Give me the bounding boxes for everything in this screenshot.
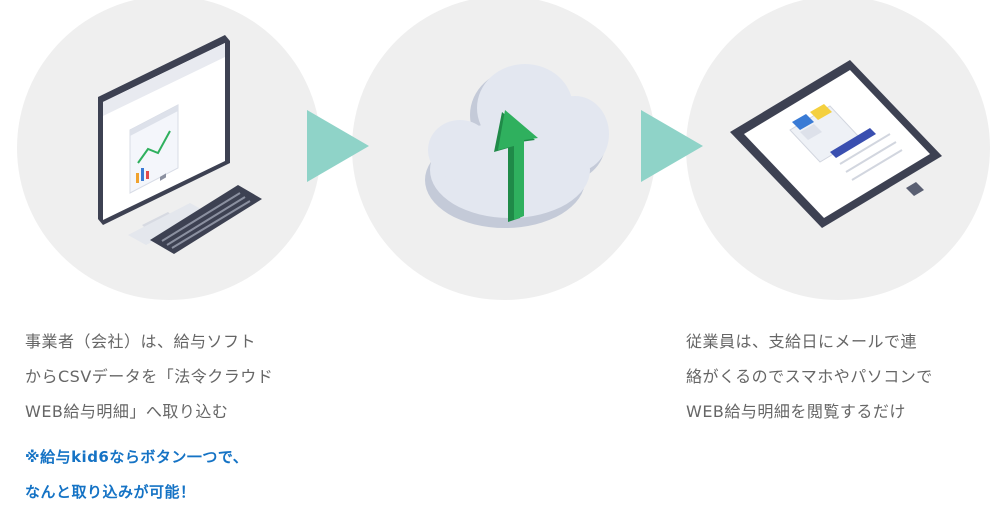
step1-line: からCSVデータを「法令クラウド [25,367,274,386]
step1-note: ※給与kid6ならボタン一つで、 なんと取り込みが可能！ [25,440,248,510]
note-line: ※給与kid6ならボタン一つで、 [25,448,249,466]
step3-line: 従業員は、支給日にメールで連 [686,332,918,351]
flow-arrow-icon [641,110,703,182]
flow-arrow-icon [307,110,369,182]
note-line: なんと取り込みが可能！ [25,483,196,501]
step1-line: 事業者（会社）は、給与ソフト [25,332,257,351]
cloud-upload-icon [425,64,609,228]
smartphone-icon [730,60,942,228]
desktop-computer-icon [98,35,262,254]
step1-line: WEB給与明細」へ取り込む [25,402,229,421]
step3-line: WEB給与明細を閲覧するだけ [686,402,906,421]
step3-line: 絡がくるのでスマホやパソコンで [686,367,933,386]
step1-description: 事業者（会社）は、給与ソフト からCSVデータを「法令クラウド WEB給与明細」… [25,324,273,429]
step3-description: 従業員は、支給日にメールで連 絡がくるのでスマホやパソコンで WEB給与明細を閲… [686,324,933,429]
